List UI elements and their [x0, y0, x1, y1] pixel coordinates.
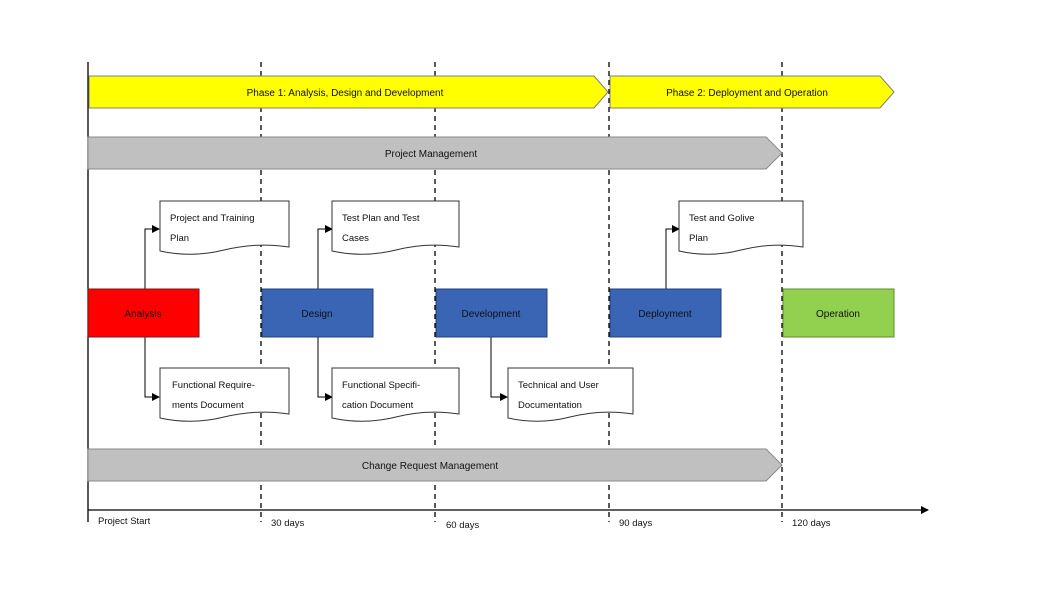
timeline-label-project-start: Project Start [98, 516, 151, 527]
document-text-line-2: Plan [689, 233, 708, 244]
connector-deployment-up [665, 225, 680, 289]
phase-1-label: Phase 1: Analysis, Design and Developmen… [247, 88, 444, 99]
document-text-line-1: Project and Training [170, 213, 255, 224]
stage-label: Analysis [124, 309, 161, 320]
stage-box [609, 288, 722, 338]
change-request-management-label: Change Request Management [362, 461, 498, 472]
document-functional-requirements: Functional Require- ments Document [159, 367, 290, 422]
timeline-label-60-days: 60 days [446, 520, 480, 531]
stage-operation: Operation [782, 288, 895, 338]
stage-box [261, 288, 374, 338]
stage-label: Deployment [638, 309, 692, 320]
document-text-line-1: Test and Golive [689, 213, 754, 224]
document-text-line-1: Test Plan and Test [342, 213, 420, 224]
change-request-management-band [87, 448, 783, 482]
stage-design: Design [261, 288, 374, 338]
phase-2-arrow [609, 75, 895, 109]
stage-label: Operation [816, 309, 860, 320]
document-text-line-2: Plan [170, 233, 189, 244]
stage-label: Development [462, 309, 521, 320]
timeline-label-30-days: 30 days [271, 518, 305, 529]
project-management-label: Project Management [385, 149, 477, 160]
connector-development-down [490, 337, 508, 401]
document-technical-documentation: Technical and User Documentation [507, 367, 634, 422]
connector-analysis-down [144, 337, 160, 401]
stage-box [782, 288, 895, 338]
document-text-line-1: Technical and User [518, 380, 599, 391]
stage-box [435, 288, 548, 338]
stage-deployment: Deployment [609, 288, 722, 338]
connector-analysis-up [144, 225, 160, 289]
document-functional-specification: Functional Specifi- cation Document [331, 367, 460, 422]
document-text-line-1: Functional Require- [172, 380, 255, 391]
document-text-line-1: Functional Specifi- [342, 380, 420, 391]
connector-design-up [317, 225, 333, 289]
timeline-label-90-days: 90 days [619, 518, 653, 529]
stage-analysis: Analysis [87, 288, 200, 338]
document-text-line-2: cation Document [342, 400, 414, 411]
document-test-golive-plan: Test and Golive Plan [678, 200, 804, 255]
document-text-line-2: Documentation [518, 400, 582, 411]
timeline-label-120-days: 120 days [792, 518, 831, 529]
connector-design-down [317, 337, 333, 401]
stage-label: Design [301, 309, 332, 320]
document-test-plan: Test Plan and Test Cases [331, 200, 460, 255]
phase-2-label: Phase 2: Deployment and Operation [666, 88, 828, 99]
stage-development: Development [435, 288, 548, 338]
stage-box [87, 288, 200, 338]
project-management-band [87, 136, 783, 170]
document-text-line-2: Cases [342, 233, 369, 244]
document-project-training-plan: Project and Training Plan [159, 200, 290, 255]
connectors [144, 225, 680, 401]
phase-1-arrow [88, 75, 609, 109]
document-text-line-2: ments Document [172, 400, 244, 411]
